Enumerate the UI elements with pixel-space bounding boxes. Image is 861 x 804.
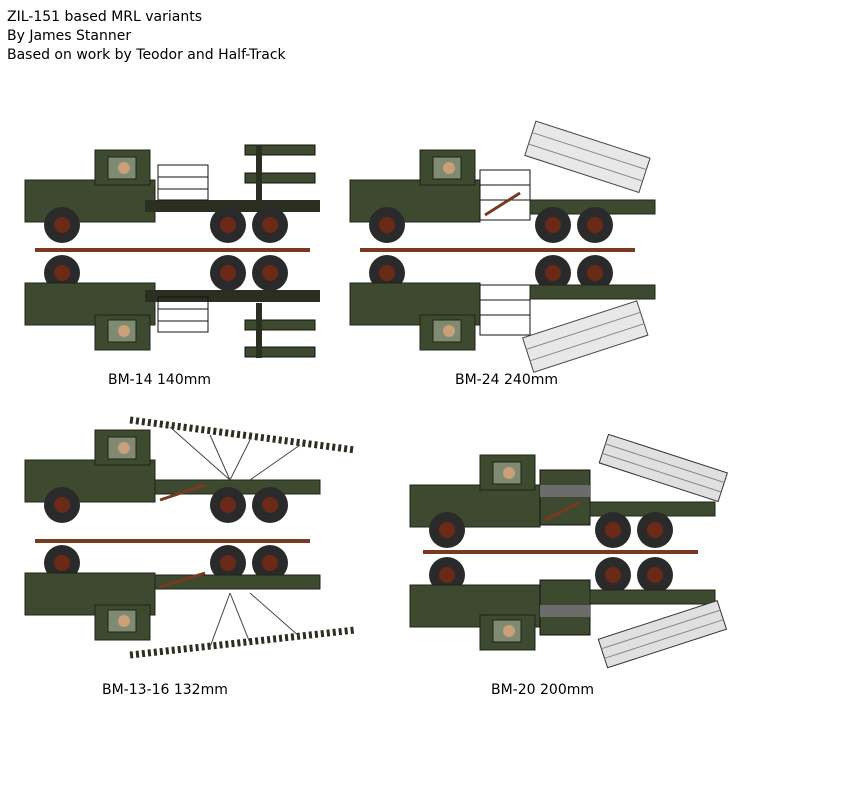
bm20-drawing [409, 433, 729, 669]
variant-bm13-16: BM-13-16 132mm [20, 415, 365, 705]
axle-bar [423, 550, 698, 554]
bm20-side-view [409, 433, 729, 548]
bm24-side-view [349, 120, 656, 243]
source-credit: Based on work by Teodor and Half-Track [7, 47, 286, 63]
caption-bm24: BM-24 240mm [455, 372, 558, 388]
axle-bar [360, 248, 635, 252]
bm14-top-view [24, 255, 320, 358]
variant-bm24: BM-24 240mm [345, 120, 665, 395]
caption-bm14: BM-14 140mm [108, 372, 211, 388]
bm13-16-side-view [24, 416, 356, 523]
bm13-16-top-view [24, 545, 356, 659]
author-credit: By James Stanner [7, 28, 132, 44]
caption-bm13-16: BM-13-16 132mm [102, 682, 228, 698]
variant-bm14: BM-14 140mm [20, 125, 330, 395]
caption-bm20: BM-20 200mm [491, 682, 594, 698]
axle-bar [35, 539, 310, 543]
bm24-drawing [349, 120, 656, 373]
bm14-side-view [24, 144, 320, 243]
axle-bar [35, 248, 310, 252]
variant-bm20: BM-20 200mm [405, 433, 745, 710]
bm24-top-view [349, 255, 656, 373]
drawing-title: ZIL-151 based MRL variants [7, 9, 203, 25]
bm13-16-drawing [24, 416, 356, 659]
bm20-top-view [409, 557, 728, 669]
credits-block: ZIL-151 based MRL variants By James Stan… [7, 8, 286, 65]
bm14-drawing [24, 144, 320, 358]
